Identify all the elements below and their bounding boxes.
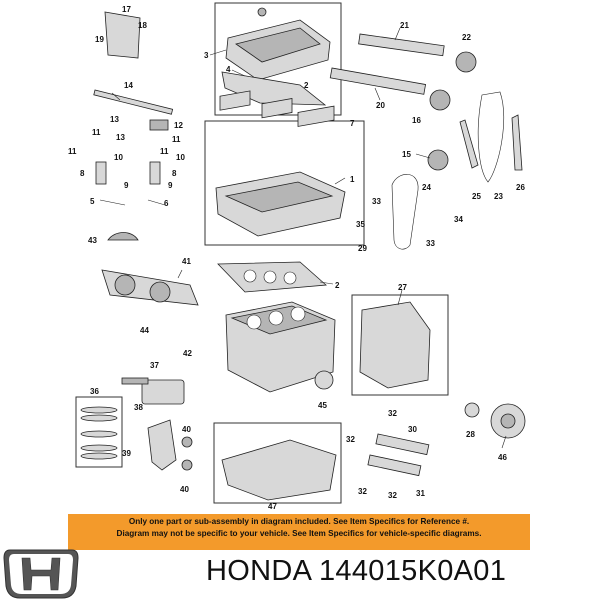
callout-34: 34 <box>454 215 463 224</box>
callout-11-c: 11 <box>68 147 77 156</box>
callout-10-a: 10 <box>114 153 123 162</box>
callout-44: 44 <box>140 326 149 335</box>
callout-30: 30 <box>408 425 417 434</box>
callout-43: 43 <box>88 236 97 245</box>
callout-20: 20 <box>376 101 385 110</box>
oil-pan-part <box>221 439 337 501</box>
callout-8-b: 8 <box>172 169 177 178</box>
piston-rings-frame <box>75 396 123 468</box>
callout-18: 18 <box>138 21 147 30</box>
callout-11-b: 11 <box>172 135 181 144</box>
callout-39: 39 <box>122 449 131 458</box>
callout-1: 1 <box>350 175 355 184</box>
callout-4: 4 <box>226 65 231 74</box>
callout-14: 14 <box>124 81 133 90</box>
engine-parts-diagram: 17 18 19 3 4 2 21 22 20 16 14 13 12 13 1… <box>68 2 526 511</box>
callout-26: 26 <box>516 183 525 192</box>
callout-9-a: 9 <box>124 181 129 190</box>
callout-11-d: 11 <box>160 147 169 156</box>
callout-32-d: 32 <box>388 491 397 500</box>
callout-15: 15 <box>402 150 411 159</box>
piston-rings-part <box>80 406 118 460</box>
callout-13-b: 13 <box>116 133 125 142</box>
callout-29: 29 <box>358 244 367 253</box>
timing-cover-part <box>359 301 431 389</box>
callout-13-a: 13 <box>110 115 119 124</box>
callout-32-b: 32 <box>346 435 355 444</box>
callout-17: 17 <box>122 5 131 14</box>
callout-8-a: 8 <box>80 169 85 178</box>
callout-7: 7 <box>350 119 355 128</box>
callout-47: 47 <box>268 502 277 511</box>
callout-21: 21 <box>400 21 409 30</box>
callout-3: 3 <box>204 51 209 60</box>
callout-12: 12 <box>174 121 183 130</box>
callout-22: 22 <box>462 33 471 42</box>
callout-33-b: 33 <box>426 239 435 248</box>
callout-31: 31 <box>416 489 425 498</box>
callout-32-a: 32 <box>388 409 397 418</box>
callout-2-b: 2 <box>335 281 340 290</box>
cylinder-head-part <box>215 90 346 237</box>
callout-24: 24 <box>422 183 431 192</box>
callout-45: 45 <box>318 401 327 410</box>
connecting-rod-part <box>147 419 193 471</box>
callout-33-a: 33 <box>372 197 381 206</box>
cylinder-head-frame <box>204 120 365 246</box>
callout-35: 35 <box>356 220 365 229</box>
part-number: 144015K0A01 <box>319 555 507 587</box>
callout-labels: 17 18 19 3 4 2 21 22 20 16 14 13 12 13 1… <box>68 5 525 511</box>
callout-38: 38 <box>134 403 143 412</box>
callout-42: 42 <box>183 349 192 358</box>
callout-6: 6 <box>164 199 169 208</box>
notice-banner: Only one part or sub-assembly in diagram… <box>68 514 530 550</box>
leader-lines <box>111 27 507 449</box>
callout-2-top: 2 <box>304 81 309 90</box>
callout-9-b: 9 <box>168 181 173 190</box>
valve-train-parts <box>93 11 174 206</box>
callout-37: 37 <box>150 361 159 370</box>
callout-11-a: 11 <box>92 128 101 137</box>
callout-27: 27 <box>398 283 407 292</box>
engine-block-part <box>225 301 336 393</box>
oil-pan-frame <box>213 422 342 504</box>
head-gasket-part <box>217 261 327 293</box>
callout-5: 5 <box>90 197 95 206</box>
oil-seal-part <box>314 370 334 390</box>
callout-40-a: 40 <box>182 425 191 434</box>
callout-46: 46 <box>498 453 507 462</box>
callout-40-b: 40 <box>180 485 189 494</box>
oil-pump-parts <box>367 433 430 477</box>
callout-28: 28 <box>466 430 475 439</box>
callout-19: 19 <box>95 35 104 44</box>
brand-name: HONDA <box>206 555 311 587</box>
camshaft-parts <box>329 33 477 111</box>
notice-line-1: Only one part or sub-assembly in diagram… <box>128 517 470 526</box>
timing-chain-parts <box>391 91 523 250</box>
callout-23: 23 <box>494 192 503 201</box>
callout-32-c: 32 <box>358 487 367 496</box>
callout-16: 16 <box>412 116 421 125</box>
callout-36: 36 <box>90 387 99 396</box>
piston-parts <box>121 377 185 405</box>
crankshaft-part <box>101 232 199 306</box>
timing-cover-frame <box>351 294 449 396</box>
part-caption: HONDA 144015K0A01 <box>206 555 506 588</box>
notice-line-2: Diagram may not be specific to your vehi… <box>116 529 482 538</box>
head-cover-part <box>221 7 331 106</box>
callout-10-b: 10 <box>176 153 185 162</box>
callout-25: 25 <box>472 192 481 201</box>
honda-h-logo-icon <box>3 549 79 599</box>
callout-41: 41 <box>182 257 191 266</box>
pulley-parts <box>464 402 526 439</box>
